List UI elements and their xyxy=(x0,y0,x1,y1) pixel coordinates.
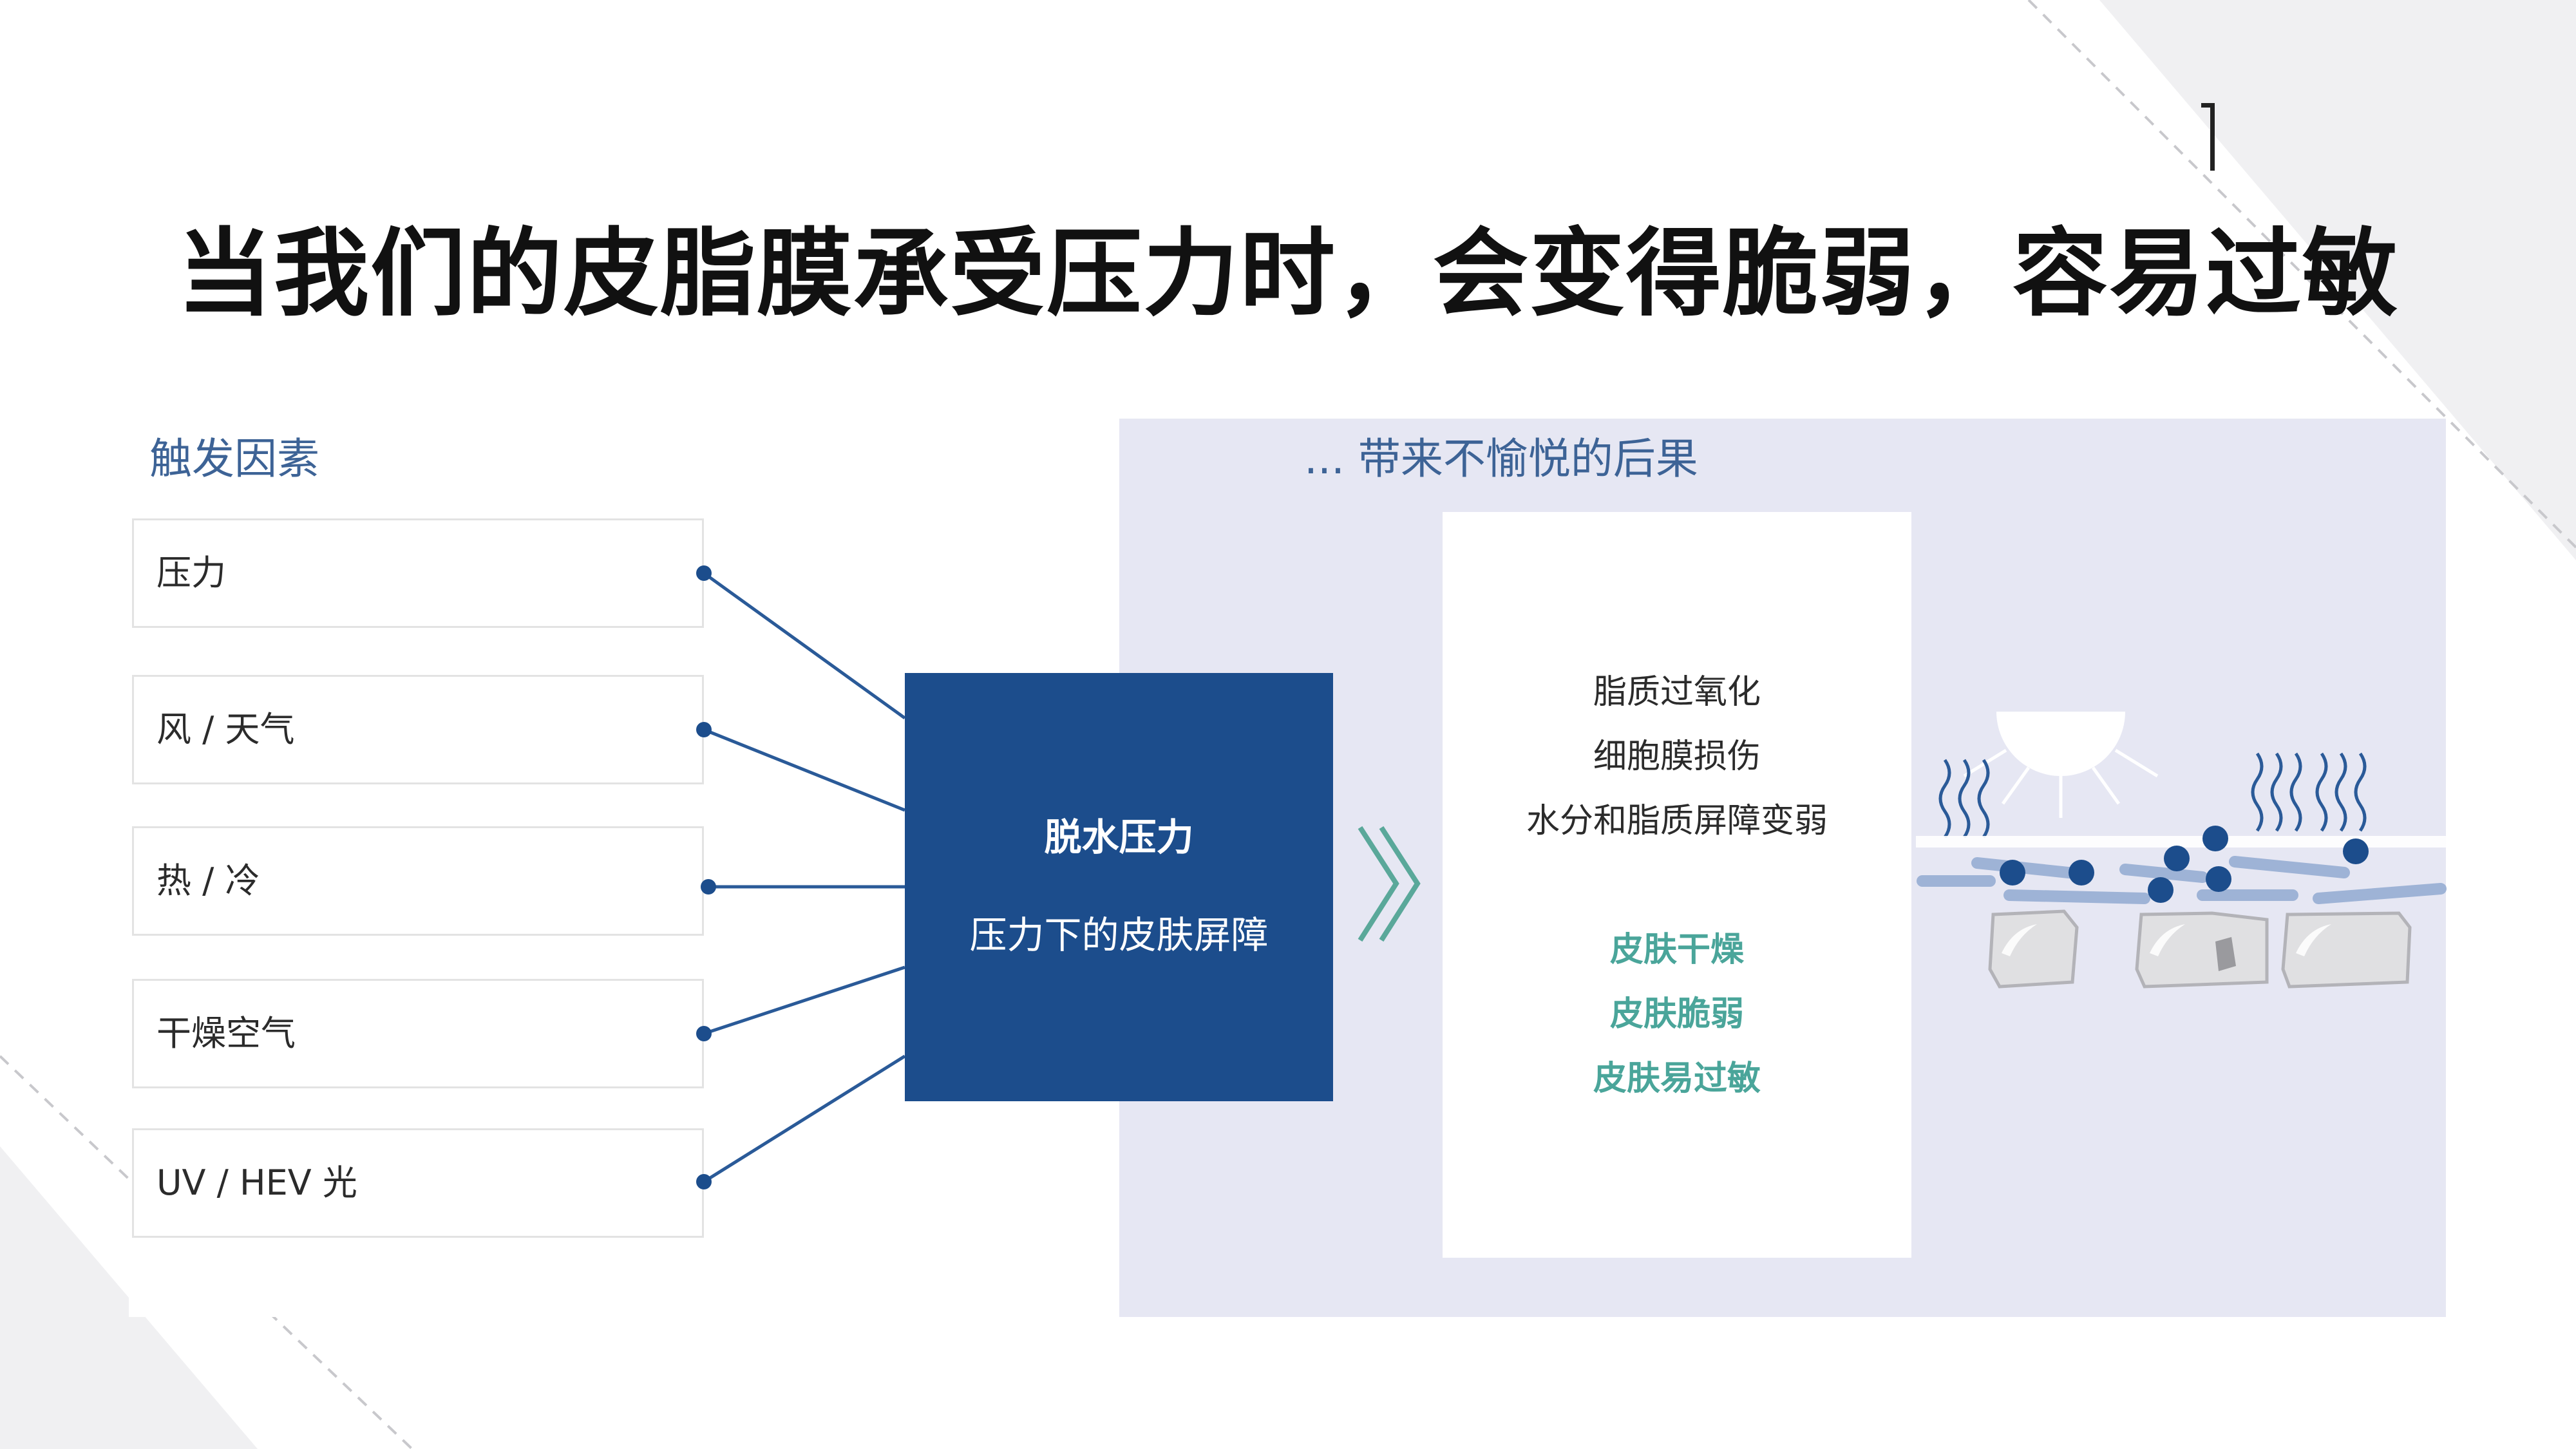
triggers-heading: 触发因素 xyxy=(149,434,319,484)
connector-dot xyxy=(696,1026,712,1041)
page-title: 当我们的皮脂膜承受压力时，会变得脆弱，容易过敏 xyxy=(177,218,2399,329)
connector-line xyxy=(703,965,905,1036)
effect-item: 细胞膜损伤 xyxy=(1593,737,1761,776)
heat-wave-icon xyxy=(2251,752,2367,832)
trigger-item-wind-weather: 风 / 天气 xyxy=(132,675,704,784)
trigger-label: 热 / 冷 xyxy=(156,860,260,901)
connector-line xyxy=(703,728,905,812)
skin-layer-icon xyxy=(1916,826,2447,989)
connector-dot xyxy=(696,565,712,581)
sun-icon xyxy=(1963,712,2159,818)
dehydration-stress-box: 脱水压力 压力下的皮肤屏障 xyxy=(905,673,1333,1101)
connector-dot xyxy=(696,722,712,737)
connector-line xyxy=(703,1054,906,1184)
connector-line xyxy=(703,571,906,720)
center-subtitle: 压力下的皮肤屏障 xyxy=(969,913,1269,957)
effect-item: 脂质过氧化 xyxy=(1593,673,1761,712)
trigger-item-heat-cold: 热 / 冷 xyxy=(132,826,704,936)
connector-dot xyxy=(696,1174,712,1189)
outcome-item: 皮肤脆弱 xyxy=(1609,995,1744,1034)
trigger-label: UV / HEV 光 xyxy=(156,1162,357,1203)
trigger-label: 干燥空气 xyxy=(156,1013,296,1054)
trigger-item-uv-hev: UV / HEV 光 xyxy=(132,1128,704,1238)
trigger-label: 压力 xyxy=(156,553,226,593)
outcome-item: 皮肤易过敏 xyxy=(1593,1059,1761,1098)
trigger-label: 风 / 天气 xyxy=(156,709,295,750)
effect-item: 水分和脂质屏障变弱 xyxy=(1526,802,1828,840)
consequences-card: 脂质过氧化 细胞膜损伤 水分和脂质屏障变弱 皮肤干燥 皮肤脆弱 皮肤易过敏 xyxy=(1443,512,1911,1258)
heat-wave-icon xyxy=(1938,759,1990,838)
connector-dot xyxy=(701,879,716,895)
consequences-heading: ... 带来不愉悦的后果 xyxy=(1304,434,1698,484)
center-title: 脱水压力 xyxy=(1044,815,1194,859)
outcome-item: 皮肤干燥 xyxy=(1609,931,1744,969)
